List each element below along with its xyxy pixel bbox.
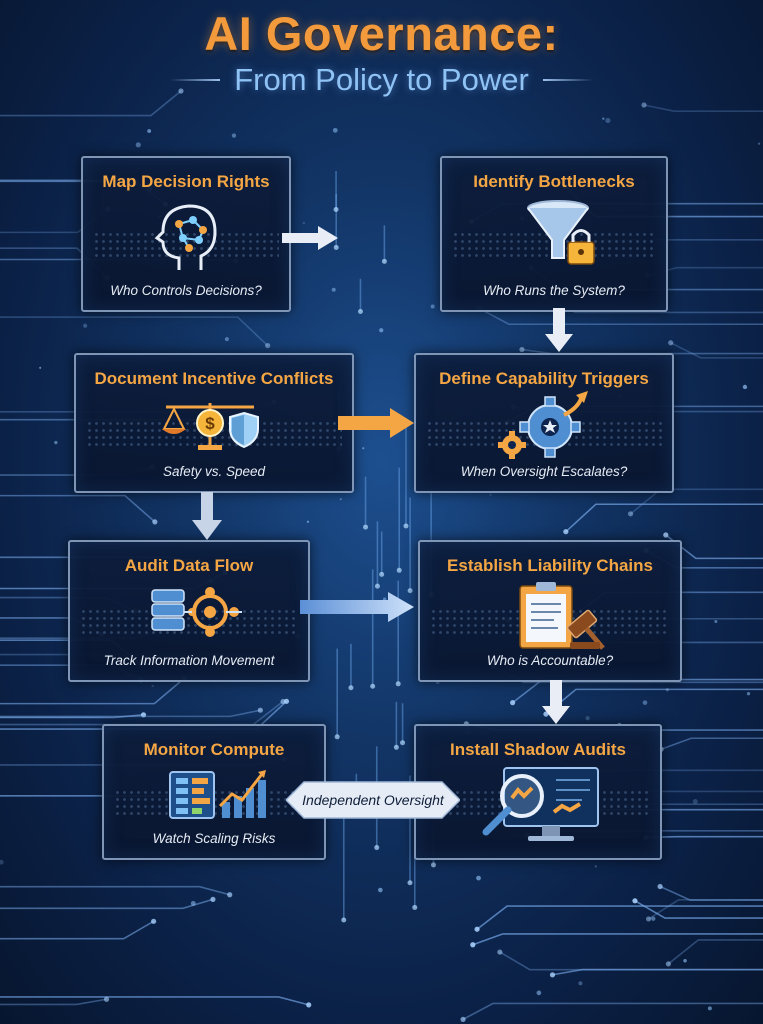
subtitle-rule-left: [170, 79, 221, 81]
svg-text:$: $: [205, 414, 215, 433]
step-define-capability-triggers: Define Capability Triggers When Oversigh…: [414, 353, 674, 493]
step-title: Define Capability Triggers: [439, 369, 649, 388]
step-title: Document Incentive Conflicts: [94, 369, 334, 388]
arrow-down-3: [542, 680, 570, 724]
step-install-shadow-audits: Install Shadow Audits: [414, 724, 662, 860]
arrow-right-3: [300, 592, 414, 622]
funnel-lock-icon: [527, 200, 595, 265]
arrow-right-2: [338, 408, 414, 438]
oversight-connector: [286, 781, 460, 819]
compute-chart-icon: [169, 770, 266, 819]
step-caption: Watch Scaling Risks: [152, 831, 276, 846]
arrow-right-1: [282, 226, 338, 250]
step-caption: When Oversight Escalates?: [460, 464, 628, 479]
step-monitor-compute: Monitor Compute Watch Scaling Risks: [102, 724, 326, 860]
clipboard-gavel-icon: [519, 582, 605, 650]
magnifier-monitor-icon: [482, 767, 599, 841]
database-network-icon: [151, 587, 242, 637]
step-caption: Who Controls Decisions?: [110, 283, 262, 298]
page-subtitle: From Policy to Power: [234, 62, 529, 97]
step-title: Identify Bottlenecks: [473, 172, 635, 191]
step-map-decision-rights: Map Decision Rights Who Controls Decisio…: [81, 156, 291, 312]
arrow-down-2: [192, 492, 222, 540]
step-document-incentive-conflicts: Document Incentive Conflicts $ Safety vs…: [74, 353, 354, 493]
step-title: Establish Liability Chains: [447, 556, 653, 575]
step-title: Audit Data Flow: [124, 556, 254, 575]
step-identify-bottlenecks: Identify Bottlenecks Who Runs the System…: [440, 156, 668, 312]
step-caption: Safety vs. Speed: [162, 464, 266, 479]
scales-shield-icon: $: [162, 403, 259, 450]
step-establish-liability-chains: Establish Liability Chains Who is Accoun…: [418, 540, 682, 682]
subtitle-row: From Policy to Power: [170, 58, 594, 102]
step-title: Install Shadow Audits: [450, 740, 626, 759]
arrow-down-1: [545, 308, 573, 352]
step-caption: Who Runs the System?: [483, 283, 625, 298]
step-caption: Track Information Movement: [103, 653, 275, 668]
gears-icon: [498, 391, 588, 459]
subtitle-rule-right: [542, 79, 594, 81]
step-audit-data-flow: Audit Data Flow Track Information Moveme…: [68, 540, 310, 682]
brain-head-icon: [154, 204, 217, 270]
step-caption: Who is Accountable?: [486, 653, 614, 668]
step-title: Map Decision Rights: [102, 172, 270, 191]
step-title: Monitor Compute: [143, 740, 285, 759]
oversight-label: Independent Oversight: [302, 792, 444, 808]
page-title: AI Governance:: [204, 7, 559, 60]
